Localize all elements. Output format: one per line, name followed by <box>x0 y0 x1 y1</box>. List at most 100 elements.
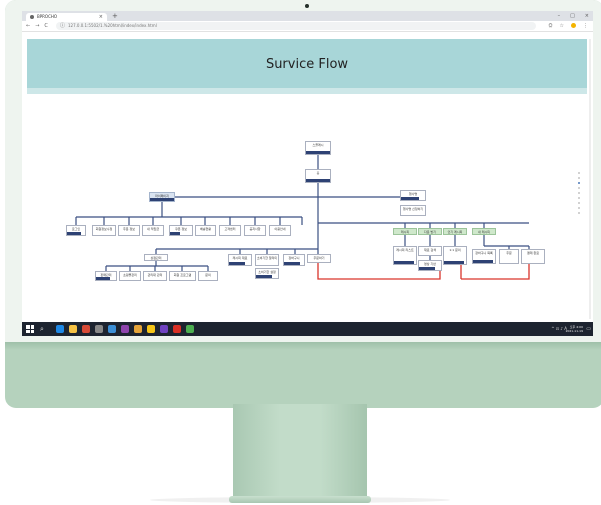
node-bar <box>67 232 81 235</box>
flow-node-sub-item[interactable]: 쇼핑몰관리 <box>119 271 141 281</box>
search-icon[interactable]: ⌕ <box>40 325 44 333</box>
flow-node-sub-item[interactable]: 관리대 관리 <box>143 271 167 281</box>
page-scrollbar[interactable] <box>589 39 591 319</box>
bookmark-star-icon[interactable]: ☆ <box>559 23 564 29</box>
flow-node-mid-item-sub[interactable]: 소비기한 설정 <box>255 268 279 279</box>
forward-button[interactable]: → <box>35 23 40 29</box>
flow-node-left-item[interactable]: 로그인 <box>66 225 86 236</box>
flow-node-home[interactable]: 홈 <box>305 169 331 183</box>
clock[interactable]: 오후 4:00 2021-11-19 <box>566 325 583 333</box>
app-icon[interactable] <box>160 325 168 333</box>
flow-node-mid-item[interactable]: 주문하기 <box>307 254 331 263</box>
flow-node-label: 공지사항 <box>249 227 261 231</box>
flow-node-mypage[interactable]: 마이페이지 <box>149 192 175 202</box>
flow-node-label: 영상 기반 <box>424 262 436 266</box>
maximize-button[interactable]: □ <box>570 13 575 19</box>
flow-connectors <box>75 155 530 280</box>
flow-node-left-item[interactable]: 배송현황 <box>195 225 216 236</box>
chrome-icon[interactable] <box>186 325 194 333</box>
browser-tab[interactable]: BPROCHO × <box>26 13 107 21</box>
scroll-dot[interactable] <box>578 212 580 214</box>
minimize-button[interactable]: – <box>557 13 561 19</box>
reload-button[interactable]: C <box>44 23 48 29</box>
flow-node-green-sub2[interactable]: 영상 기반 <box>418 260 442 271</box>
scroll-dot[interactable] <box>578 202 580 204</box>
flow-node-green[interactable]: 레시피 <box>393 228 417 235</box>
flow-node-green-sub[interactable]: 1:1 문의 <box>443 246 467 265</box>
flow-node-right-item[interactable]: 장바구니 목록 <box>472 249 496 264</box>
flow-node-green-sub[interactable]: 재료 검색 <box>418 246 442 256</box>
scroll-dot[interactable] <box>578 177 580 179</box>
flow-node-label: 장바구니 <box>288 256 300 260</box>
flow-node-event[interactable]: 행사명 <box>400 190 426 201</box>
flow-node-label: 장바구니 목록 <box>475 251 493 255</box>
flow-node-green[interactable]: 다운 받기 <box>418 228 442 235</box>
flow-node-right-item[interactable]: 주문 <box>499 249 519 264</box>
menu-kebab-icon[interactable]: ⋮ <box>583 23 588 29</box>
file-explorer-icon[interactable] <box>69 325 77 333</box>
node-bar <box>306 179 330 182</box>
calculator-icon[interactable] <box>95 325 103 333</box>
flow-node-mid-item[interactable]: 소비기한 알리미 <box>255 254 279 266</box>
flow-node-sub-item[interactable]: 회원 프로그램 <box>169 271 196 281</box>
header-sub-band <box>27 88 587 94</box>
teams-icon[interactable] <box>121 325 129 333</box>
url-text[interactable]: 127.0.0.1:5502/1.%20html/index/index.htm… <box>68 23 157 28</box>
flow-node-label: 회원정보수정 <box>95 227 113 231</box>
flow-node-green[interactable]: 내 레시피 <box>472 228 496 235</box>
acrobat-icon[interactable] <box>173 325 181 333</box>
node-bar <box>256 275 272 278</box>
nav-buttons: ← → C <box>26 21 48 31</box>
photos-icon[interactable] <box>134 325 142 333</box>
scroll-dot[interactable] <box>578 192 580 194</box>
profile-avatar[interactable] <box>571 23 576 28</box>
flow-node-right-item[interactable]: 결제 완료 <box>521 249 545 264</box>
close-window-button[interactable]: × <box>584 13 589 19</box>
flow-node-left-item[interactable]: 회원정보수정 <box>92 225 116 236</box>
flow-node-mid-item[interactable]: 레시피 재료 <box>228 254 252 266</box>
monitor-body: BPROCHO × + – □ × ← → C ⓘ <box>5 0 601 408</box>
flow-node-sub-item[interactable]: 판매관리 <box>95 271 117 281</box>
new-tab-button[interactable]: + <box>112 12 118 20</box>
flow-node-label: 관리대 관리 <box>147 273 163 277</box>
taskbar-apps <box>56 325 194 333</box>
flow-node-green[interactable]: 인기 레시피 <box>443 228 467 235</box>
flow-node-left-item[interactable]: 내 적립금 <box>142 225 164 236</box>
translate-icon[interactable]: ⛭ <box>548 23 553 29</box>
scroll-dot-active[interactable] <box>578 182 580 184</box>
info-icon[interactable]: ⓘ <box>60 23 66 29</box>
flow-node-mid-item[interactable]: 장바구니 <box>283 254 305 266</box>
flow-node-left-item[interactable]: 이용안내 <box>269 225 291 236</box>
node-bar <box>444 261 464 264</box>
flow-node-event-apply[interactable]: 행사명 신청하기 <box>400 205 426 216</box>
scroll-dot[interactable] <box>578 197 580 199</box>
edge-icon[interactable] <box>56 325 64 333</box>
flow-node-left-item[interactable]: 공지사항 <box>244 225 266 236</box>
flow-node-left-item[interactable]: 쿠폰 정보 <box>169 225 193 236</box>
browser-toolbar: ⛭ ☆ ⋮ <box>548 21 588 31</box>
flow-node-sub-item[interactable]: 문의 <box>198 271 218 281</box>
windows-start-icon[interactable] <box>26 325 34 333</box>
flow-node-green-sub[interactable]: 레시피 리스트 <box>393 246 417 265</box>
office-icon[interactable] <box>82 325 90 333</box>
favicon-icon <box>30 15 34 19</box>
notification-icon[interactable]: ▭ <box>586 326 591 332</box>
flow-node-label: 주문 정보 <box>123 227 135 231</box>
vscode-icon[interactable] <box>108 325 116 333</box>
flow-node-label: 배송현황 <box>199 227 212 231</box>
url-field[interactable]: ⓘ 127.0.0.1:5502/1.%20html/index/index.h… <box>56 22 536 30</box>
flow-node-splash[interactable]: 스플래시 <box>305 141 331 155</box>
node-bar <box>284 262 300 265</box>
flow-node-shop-admin[interactable]: 상점관리 <box>144 254 168 261</box>
node-bar <box>401 197 419 200</box>
scroll-dot[interactable] <box>578 207 580 209</box>
tab-close-icon[interactable]: × <box>98 14 103 20</box>
system-tray[interactable]: ^ ⊡ ♪ A <box>551 326 567 331</box>
scroll-dot[interactable] <box>578 172 580 174</box>
flow-node-label: 회원 프로그램 <box>173 273 192 277</box>
back-button[interactable]: ← <box>26 23 31 29</box>
kakaotalk-icon[interactable] <box>147 325 155 333</box>
flow-node-left-item[interactable]: 고객센터 <box>219 225 241 236</box>
flow-node-left-item[interactable]: 주문 정보 <box>118 225 140 236</box>
scroll-dot[interactable] <box>578 187 580 189</box>
